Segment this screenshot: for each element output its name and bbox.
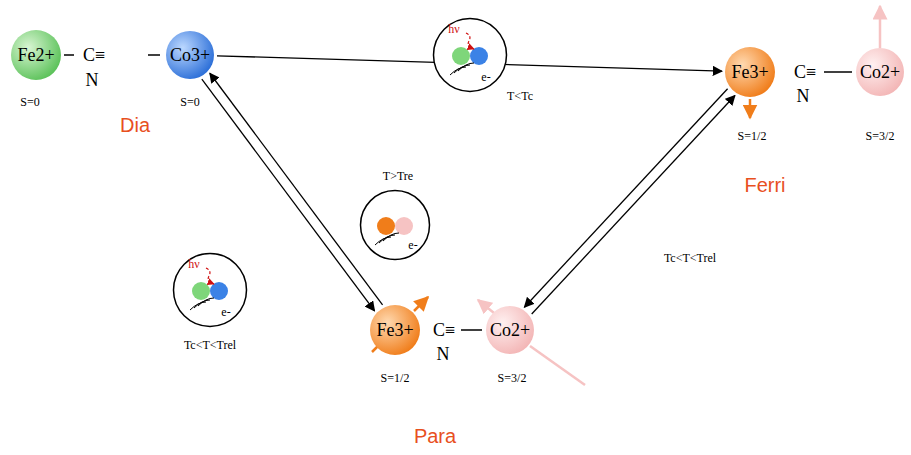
electron-label: e- — [221, 305, 230, 320]
atom-label: Co2+ — [860, 62, 900, 83]
annotation-label: S=0 — [180, 95, 199, 110]
atom-label: Fe3+ — [731, 62, 768, 83]
electron-label: e- — [481, 70, 490, 85]
annotation-label: S=3/2 — [866, 129, 895, 144]
atom-node: Co3+ — [165, 30, 215, 80]
annotation-label: N — [86, 70, 99, 91]
annotation-label: S=3/2 — [498, 371, 527, 386]
annotation-label: Tc<T<Trel — [184, 338, 236, 353]
photon-label: hν — [188, 257, 199, 272]
state-label: Dia — [120, 114, 150, 137]
state-label: Ferri — [744, 174, 785, 197]
annotation-label: Tc<T<Trel — [664, 251, 716, 266]
annotation-label: C≡ — [433, 320, 455, 341]
annotation-label: C≡ — [794, 62, 816, 83]
process-inset-node: e- — [359, 189, 431, 261]
process-inset — [432, 17, 508, 93]
atom-node: Fe3+ — [724, 46, 776, 98]
process-inset-node: hν e- — [432, 17, 508, 93]
spin-arrows — [372, 6, 880, 385]
process-inset — [359, 189, 431, 261]
atom-node: Co2+ — [855, 47, 905, 97]
annotation-label: T<Tc — [507, 89, 533, 104]
atom-label: Fe3+ — [376, 320, 413, 341]
atom-label: Fe2+ — [17, 45, 54, 66]
annotation-label: S=1/2 — [738, 129, 767, 144]
annotation-label: N — [797, 86, 810, 107]
process-inset — [172, 252, 248, 328]
annotation-label: N — [437, 344, 450, 365]
state-label: Para — [414, 425, 456, 448]
bond-dashes — [64, 55, 852, 330]
atom-node: Fe2+ — [10, 29, 62, 81]
transition-arrow — [524, 89, 727, 307]
process-inset-node: hν e- — [172, 252, 248, 328]
atom-label: Co2+ — [490, 320, 530, 341]
transition-arrow — [532, 96, 735, 314]
atom-label: Co3+ — [170, 45, 210, 66]
atom-node: Co2+ — [485, 305, 535, 355]
annotation-label: T>Tre — [383, 169, 413, 184]
annotation-label: C≡ — [83, 45, 105, 66]
annotation-label: S=1/2 — [381, 371, 410, 386]
annotation-label: S=0 — [20, 95, 39, 110]
atom-node: Fe3+ — [369, 304, 421, 356]
photon-label: hν — [448, 22, 459, 37]
electron-label: e- — [408, 238, 417, 253]
